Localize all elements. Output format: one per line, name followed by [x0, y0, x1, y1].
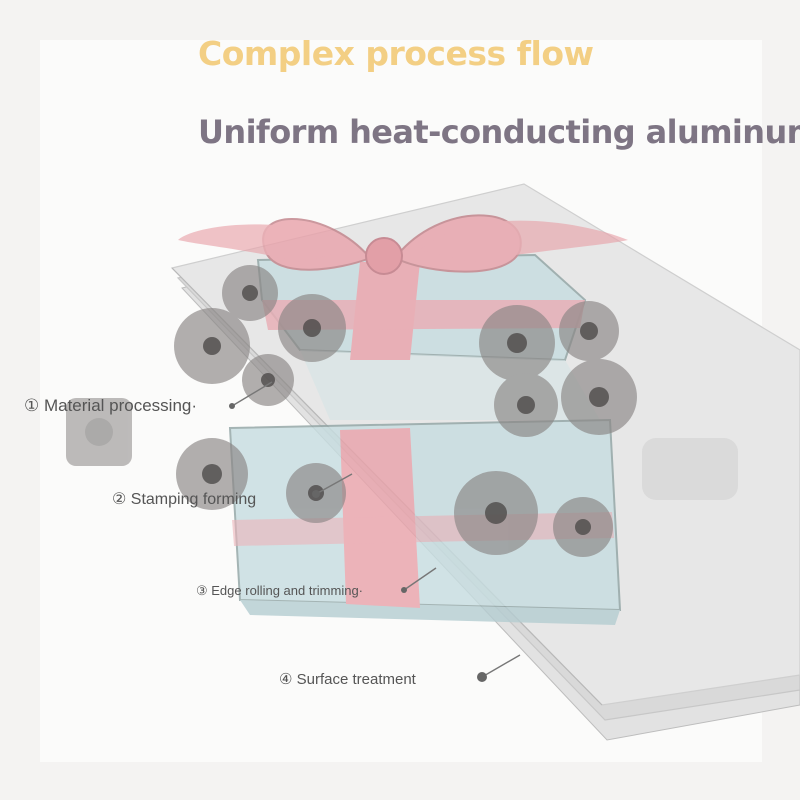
step-material-processing: ① Material processing·: [24, 396, 198, 415]
component-icon: [66, 398, 738, 500]
step-surface-treatment: ④ Surface treatment: [279, 671, 416, 688]
step-stamping-forming: ② Stamping forming: [112, 491, 257, 508]
page-title: Complex process flow: [198, 34, 594, 73]
roller-icon: [174, 265, 637, 557]
leader-lines: [231, 381, 521, 678]
page-subtitle: Uniform heat-conducting aluminum: [198, 113, 800, 151]
step-edge-rolling: ③ Edge rolling and trimming·: [196, 583, 364, 598]
